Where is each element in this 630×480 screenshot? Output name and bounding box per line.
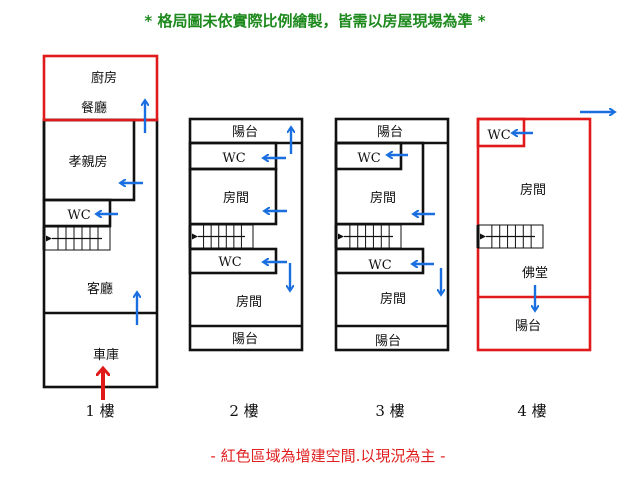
room-balcony: 陽台 <box>375 334 401 349</box>
floor-1: 廚房 餐廳 孝親房 WC 客廳 車庫 1 樓 <box>42 54 159 420</box>
room-kitchen: 廚房 <box>91 70 117 86</box>
room-wc: WC <box>67 208 90 223</box>
floor-label: 2 樓 <box>229 402 258 420</box>
room-balcony: 陽台 <box>232 125 258 140</box>
added-kitchen-area <box>42 54 159 122</box>
room-dining: 餐廳 <box>81 100 107 116</box>
room-bedroom: 房間 <box>380 291 406 307</box>
staircase-icon <box>334 224 402 249</box>
room-wall <box>188 167 278 226</box>
staircase-icon <box>188 224 254 249</box>
room-bedroom: 房間 <box>520 182 546 198</box>
room-garage: 車庫 <box>93 348 119 363</box>
room-bedroom: 房間 <box>236 294 262 310</box>
floor-label: 3 樓 <box>375 402 404 420</box>
room-wc: WC <box>368 258 391 273</box>
room-bedroom: 房間 <box>223 190 249 206</box>
room-balcony: 陽台 <box>515 319 541 334</box>
room-balcony: 陽台 <box>377 125 403 140</box>
room-shrine: 佛堂 <box>522 266 548 281</box>
floor-label: 1 樓 <box>85 402 114 420</box>
room-wc: WC <box>487 128 510 143</box>
added-space-note: - 紅色區域為增建空間.以現況為主 - <box>210 447 445 465</box>
staircase-icon <box>42 226 111 251</box>
room-wc: WC <box>222 151 245 166</box>
room-living: 客廳 <box>87 281 113 297</box>
floor-3: 陽台 WC 房間 WC 房間 陽台 3 樓 <box>334 117 450 420</box>
room-bedroom: 房間 <box>370 190 396 206</box>
floor-2: 陽台 WC 房間 WC 房間 陽台 2 樓 <box>188 117 304 420</box>
room-balcony: 陽台 <box>232 332 258 347</box>
room-wall <box>334 141 425 226</box>
room-wc: WC <box>218 255 241 270</box>
room-wc: WC <box>357 151 380 166</box>
staircase-icon <box>476 224 544 249</box>
floor-label: 4 樓 <box>517 402 546 420</box>
room-elder: 孝親房 <box>68 154 107 170</box>
disclaimer-title: * 格局圖未依實際比例繪製，皆需以房屋現場為準 * <box>144 12 485 30</box>
wc-wall <box>334 247 425 275</box>
floor-4: WC 房間 佛堂 陽台 4 樓 <box>476 112 614 420</box>
